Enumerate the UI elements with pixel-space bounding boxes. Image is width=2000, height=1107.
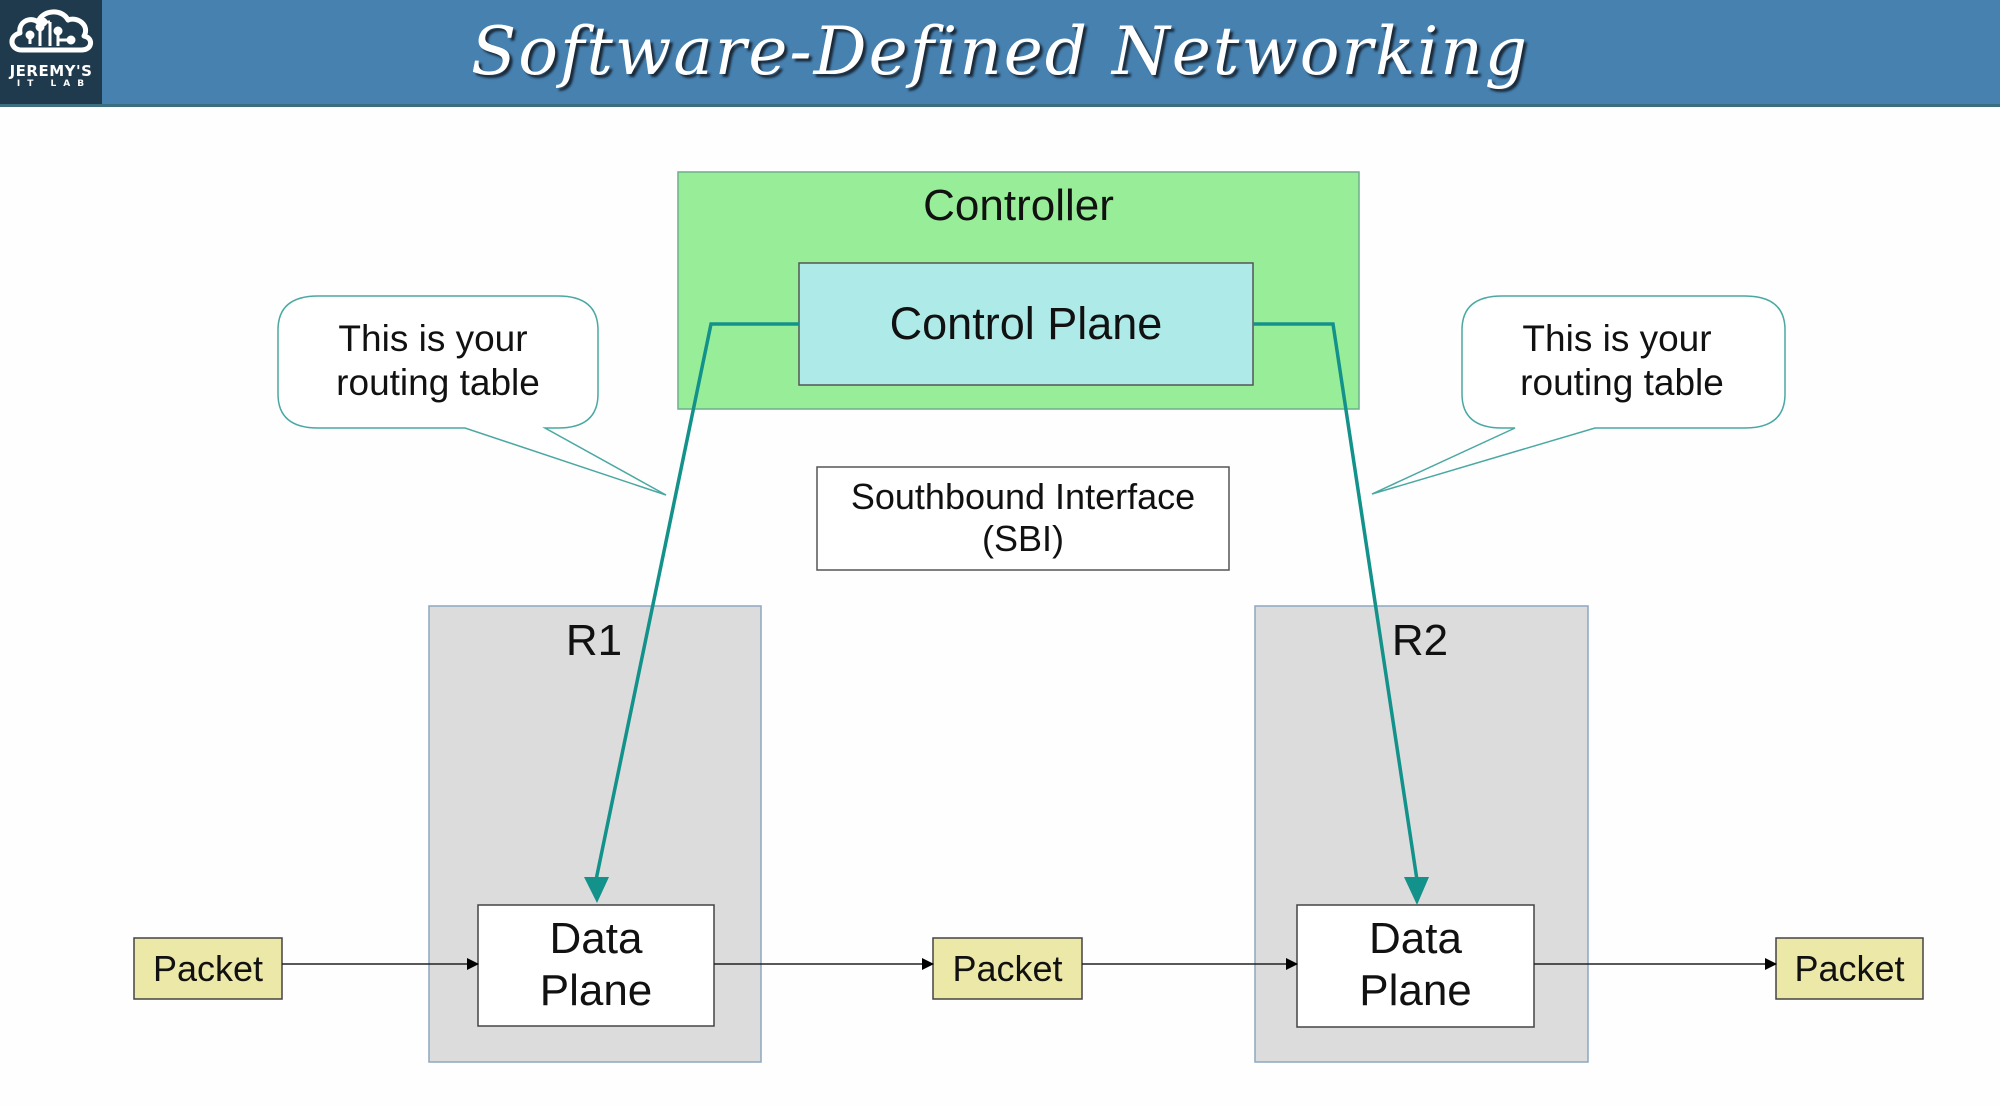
- packet-label-3: Packet: [1794, 948, 1905, 989]
- packet-label-1: Packet: [152, 948, 264, 989]
- r1-data-plane-line1: Data: [549, 914, 643, 963]
- controller-label: Controller: [923, 181, 1114, 230]
- r2-data-plane-line1: Data: [1369, 914, 1462, 963]
- sbi-box: [816, 466, 1230, 571]
- sbi-label-line2: (SBI): [981, 518, 1064, 559]
- r1-data-plane-box: [477, 904, 715, 1027]
- packet-box-2: [932, 937, 1083, 1000]
- packet-box-3: [1775, 937, 1924, 1000]
- control-plane-label: Control Plane: [889, 298, 1163, 349]
- sbi-arrow-to-r1: [594, 322, 799, 881]
- slide-header: JEREMY'S IT LAB Software-Defined Network…: [0, 0, 2000, 107]
- packet-label-2: Packet: [952, 948, 1063, 989]
- bubble-left-line2: routing table: [336, 362, 540, 403]
- cloud-circuit-icon: [9, 9, 93, 53]
- bubble-right-line1: This is your: [1522, 318, 1712, 359]
- slide-title: Software-Defined Networking: [471, 13, 1529, 90]
- router-r1-label: R1: [565, 616, 623, 665]
- sbi-arrow-to-r2: [1253, 322, 1419, 881]
- sbi-arrowhead-r2: [1404, 877, 1429, 905]
- sbi-label-line1: Southbound Interface: [850, 476, 1196, 517]
- router-r2-label: R2: [1391, 616, 1449, 665]
- r1-data-plane-line2: Plane: [539, 966, 653, 1015]
- speech-bubble-right: [1371, 295, 1786, 495]
- logo-text: JEREMY'S: [9, 62, 93, 80]
- sbi-arrowhead-r1: [584, 877, 609, 903]
- r2-data-plane-box: [1296, 904, 1535, 1028]
- logo: JEREMY'S IT LAB: [0, 0, 102, 104]
- bubble-left-line1: This is your: [338, 318, 528, 359]
- r2-data-plane-line2: Plane: [1359, 966, 1472, 1015]
- packet-box-1: [133, 937, 283, 1000]
- logo-subtext: IT LAB: [16, 79, 92, 89]
- speech-bubble-left: [277, 295, 667, 496]
- bubble-right-line2: routing table: [1520, 362, 1724, 403]
